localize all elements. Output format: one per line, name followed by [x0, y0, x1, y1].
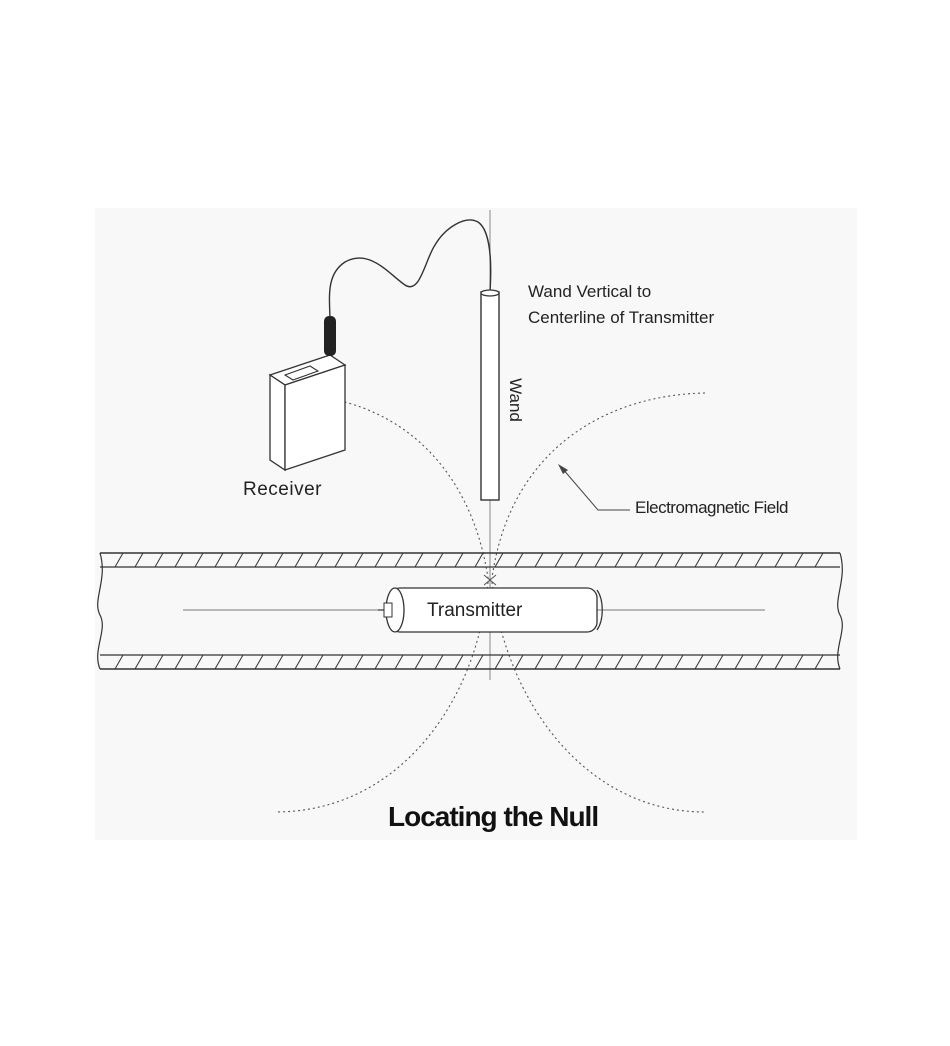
transmitter-label: Transmitter	[427, 600, 523, 621]
receiver-connector	[324, 316, 336, 356]
wand-caption-line1: Wand Vertical to	[528, 282, 651, 301]
wand-caption-line2: Centerline of Transmitter	[528, 308, 714, 327]
receiver-label: Receiver	[243, 479, 322, 500]
diagram-title: Locating the Null	[388, 801, 598, 832]
diagram-panel	[95, 208, 857, 840]
wand-text-label: Wand	[506, 378, 525, 422]
wand	[481, 290, 499, 500]
field-label: Electromagnetic Field	[635, 498, 788, 517]
